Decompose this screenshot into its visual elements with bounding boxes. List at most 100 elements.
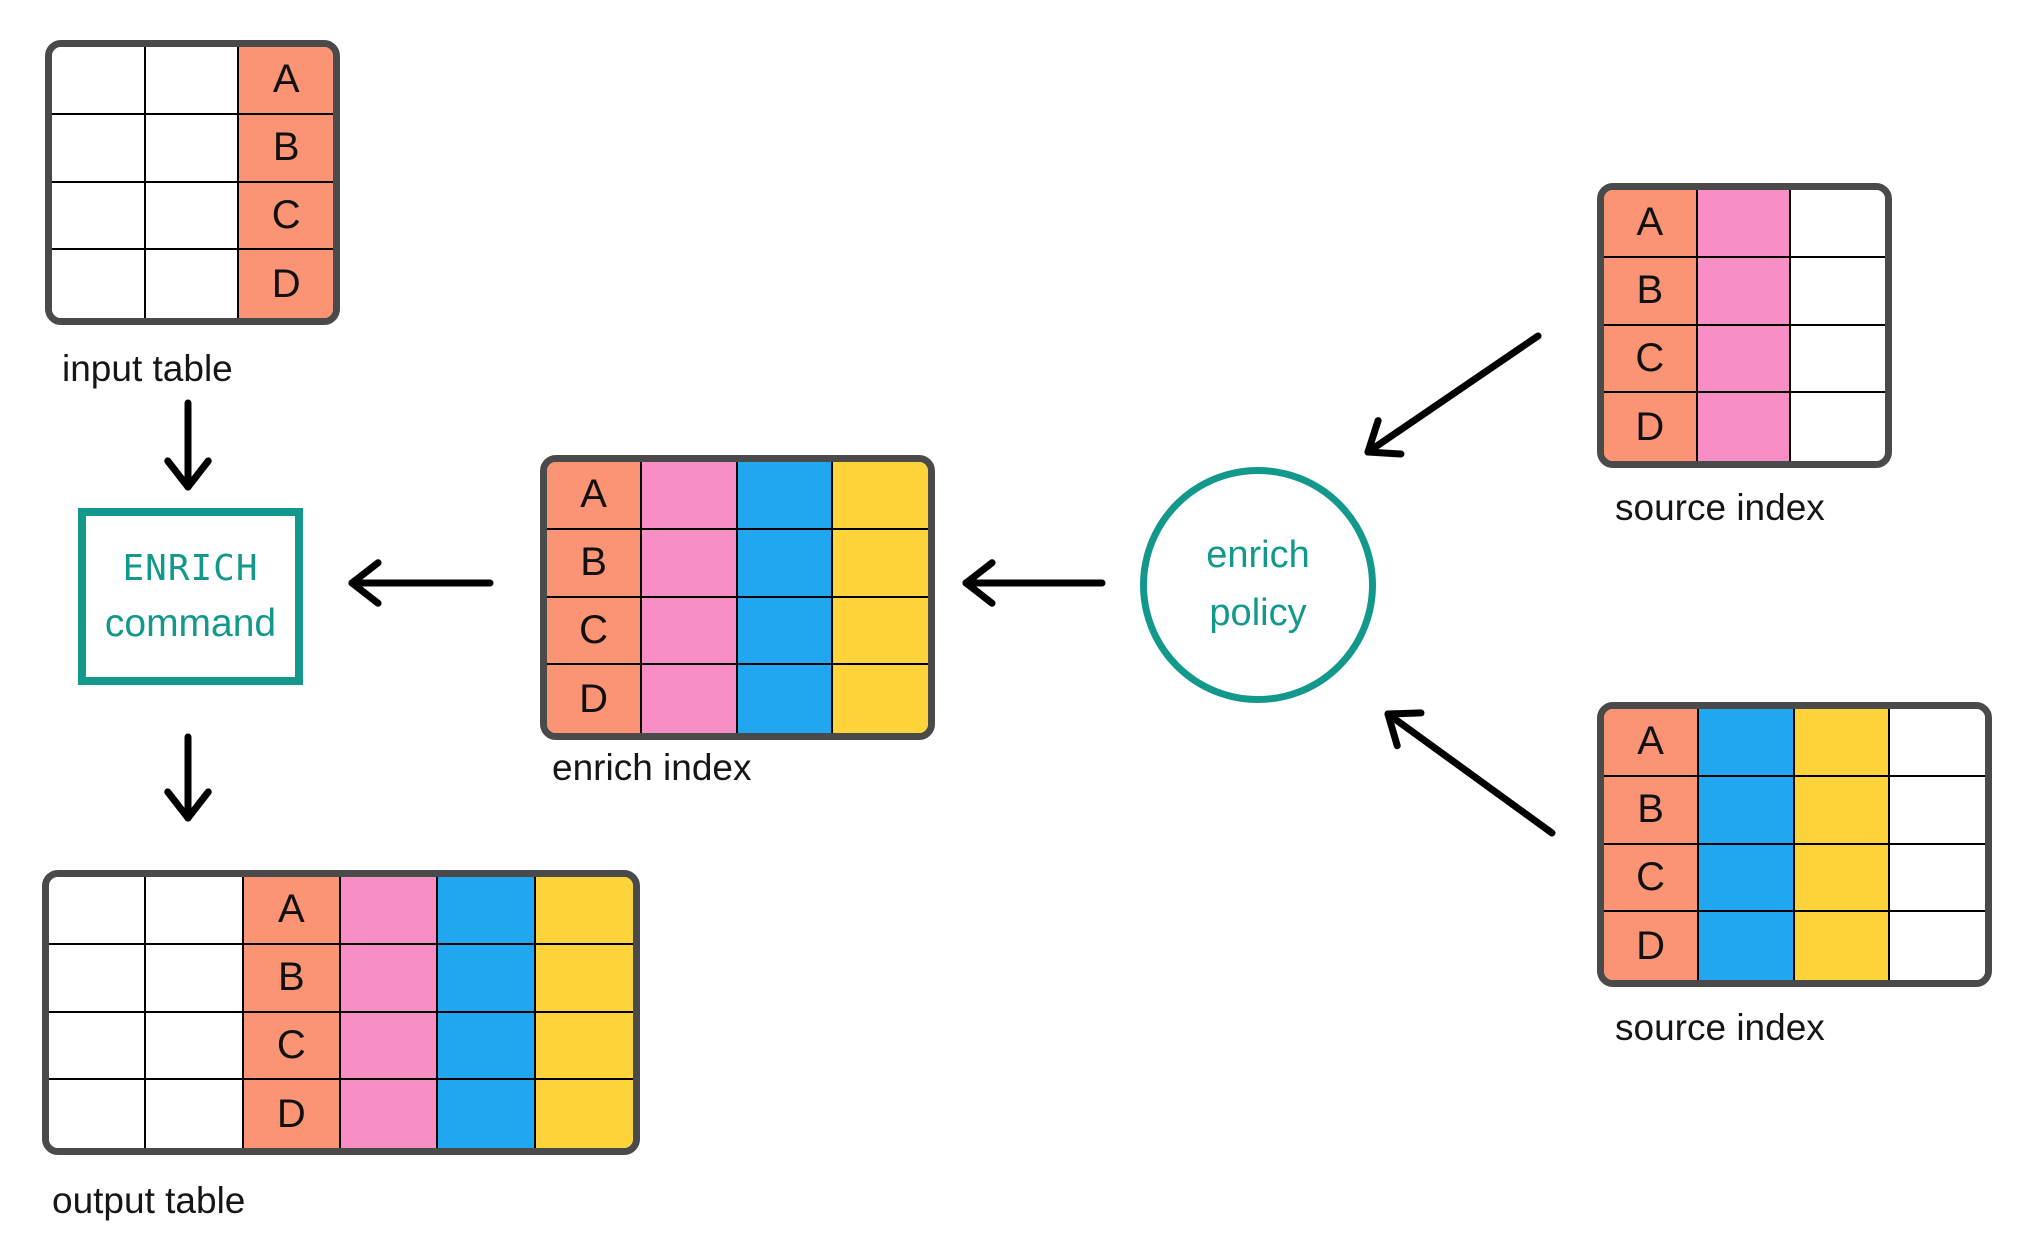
arrow-head-line: [1364, 417, 1382, 456]
table-cell: [642, 529, 738, 598]
enrich-index-label: enrich index: [552, 747, 752, 788]
table-cell: [1794, 844, 1890, 913]
table-cell: [145, 182, 240, 251]
table-cell: [1889, 844, 1985, 913]
table-cell: [49, 1080, 147, 1148]
table-cell: [1791, 325, 1885, 394]
arrow-head-line: [348, 559, 382, 587]
table-cell: [1697, 190, 1792, 258]
arrow-enrich-command-to-output-table: [164, 733, 212, 822]
table-cell: [341, 877, 439, 945]
table-cell: [52, 182, 146, 251]
table-cell: [146, 1012, 244, 1081]
table-cell: [1889, 709, 1985, 777]
table-cell-key: C: [1604, 325, 1698, 394]
enrich-command-box: ENRICH command: [78, 508, 303, 685]
source-index-top-label: source index: [1615, 487, 1825, 528]
table-cell-key: D: [243, 1080, 341, 1148]
table-cell: [49, 877, 147, 945]
table-cell: [1697, 325, 1792, 394]
table-cell: [642, 665, 738, 733]
arrow-head-line: [348, 579, 382, 607]
table-cell-key: A: [1604, 190, 1698, 258]
arrow-head-line: [1364, 448, 1405, 458]
table-cell: [1699, 912, 1795, 980]
table-cell: [1791, 190, 1885, 258]
table-cell: [146, 877, 244, 945]
table-cell-key: A: [239, 47, 333, 115]
table-cell: [341, 944, 439, 1013]
table-cell: [737, 529, 833, 598]
table-cell-key: A: [243, 877, 341, 945]
enrich-policy-line1: enrich: [1206, 534, 1310, 577]
table-cell: [1791, 393, 1885, 461]
enrich-command-line2: command: [104, 601, 277, 645]
table-cell: [49, 1012, 147, 1081]
table-cell: [438, 1012, 536, 1081]
table-cell: [49, 944, 147, 1013]
enrich-policy-line2: policy: [1209, 592, 1307, 634]
arrow-head-line: [962, 579, 996, 607]
table-cell: [832, 462, 928, 530]
table-cell: [832, 665, 928, 733]
table-cell: [1699, 776, 1795, 845]
arrow-source-index-top-to-enrich-policy: [1364, 332, 1542, 458]
table-cell: [642, 462, 738, 530]
table-cell-key: D: [547, 665, 643, 733]
arrow-head-line: [1384, 709, 1425, 718]
enrich-command-line1: ENRICH: [122, 547, 259, 589]
enrich-policy-circle: enrich policy: [1140, 467, 1376, 703]
table-cell-key: D: [239, 250, 333, 318]
table-cell: [642, 597, 738, 666]
table-cell-key: C: [1604, 844, 1700, 913]
arrow-head-line: [184, 457, 212, 491]
table-cell: [1791, 257, 1885, 326]
table-cell: [52, 250, 146, 318]
table-cell-key: A: [547, 462, 643, 530]
table-cell-key: D: [1604, 912, 1700, 980]
table-cell: [341, 1080, 439, 1148]
table-cell: [1697, 393, 1792, 461]
table-cell: [832, 529, 928, 598]
arrow-input-table-to-enrich-command: [164, 399, 212, 491]
table-cell: [1889, 912, 1985, 980]
table-cell-key: C: [239, 182, 333, 251]
table-cell-key: B: [243, 944, 341, 1013]
arrow-head-line: [1384, 710, 1401, 750]
table-cell-key: C: [243, 1012, 341, 1081]
arrow-head-line: [184, 788, 212, 822]
table-cell: [1794, 912, 1890, 980]
arrow-head-line: [962, 559, 996, 587]
table-cell: [535, 1012, 633, 1081]
table-cell: [146, 944, 244, 1013]
table-cell: [1889, 776, 1985, 845]
arrow-shaft: [1364, 332, 1542, 456]
table-cell-key: D: [1604, 393, 1698, 461]
arrow-head-line: [164, 788, 192, 822]
table-cell: [832, 597, 928, 666]
table-cell: [52, 114, 146, 183]
arrow-enrich-index-to-enrich-command: [348, 559, 494, 607]
arrow-source-index-bottom-to-enrich-policy: [1384, 709, 1556, 837]
table-cell-key: A: [1604, 709, 1700, 777]
table-cell: [1699, 844, 1795, 913]
table-cell-key: B: [239, 114, 333, 183]
table-cell: [535, 1080, 633, 1148]
table-cell: [535, 877, 633, 945]
table-cell: [438, 944, 536, 1013]
source-index-bottom-label: source index: [1615, 1007, 1825, 1048]
input-table-label: input table: [62, 348, 233, 389]
table-cell: [146, 1080, 244, 1148]
arrow-enrich-policy-to-enrich-index: [962, 559, 1106, 607]
table-cell: [341, 1012, 439, 1081]
table-cell: [438, 877, 536, 945]
table-cell: [535, 944, 633, 1013]
table-cell-key: B: [547, 529, 643, 598]
table-cell-key: B: [1604, 257, 1698, 326]
